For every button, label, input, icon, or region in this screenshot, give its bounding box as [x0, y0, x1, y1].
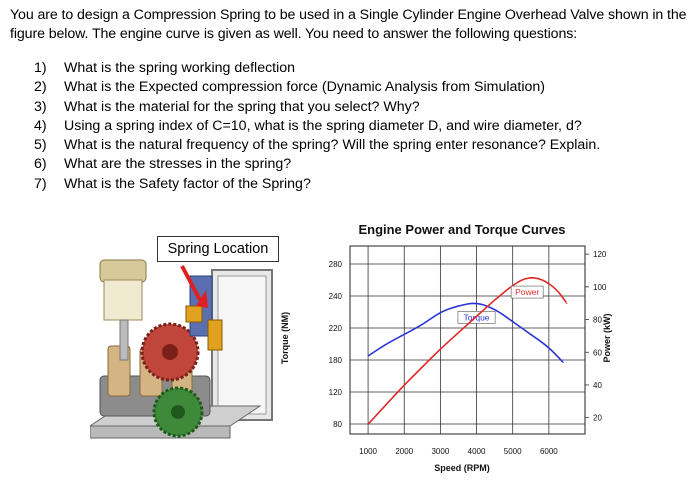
- question-item: 6) What are the stresses in the spring?: [34, 155, 600, 174]
- y-left-tick-label: 180: [329, 356, 343, 365]
- question-item: 4) Using a spring index of C=10, what is …: [34, 117, 600, 136]
- svg-text:Power: Power: [515, 287, 539, 297]
- question-number: 7): [34, 175, 47, 192]
- x-tick-label: 5000: [504, 447, 522, 456]
- x-tick-label: 1000: [359, 447, 377, 456]
- y-right-tick-label: 40: [593, 381, 602, 390]
- question-item: 5) What is the natural frequency of the s…: [34, 136, 600, 155]
- y-axis-right-label: Power (kW): [602, 313, 612, 362]
- x-axis-label: Speed (RPM): [434, 463, 490, 473]
- y-left-tick-label: 240: [329, 292, 343, 301]
- svg-text:Torque: Torque: [464, 312, 490, 322]
- y-left-tick-label: 120: [329, 388, 343, 397]
- y-left-tick-label: 220: [329, 324, 343, 333]
- series-line-torque: [367, 302, 565, 364]
- question-text: What is the material for the spring that…: [64, 98, 420, 115]
- x-tick-label: 3000: [431, 447, 449, 456]
- x-tick-label: 4000: [468, 447, 486, 456]
- engine-curve-chart: Engine Power and Torque Curves 1000 2000 3…: [280, 222, 612, 473]
- x-tick-label: 2000: [395, 447, 413, 456]
- question-text: What is the spring working deflection: [64, 60, 296, 76]
- intro-paragraph: You are to design a Compression Spring t…: [10, 7, 687, 42]
- question-number: 4): [34, 117, 47, 134]
- question-text: What is the natural frequency of the spr…: [64, 137, 601, 154]
- question-number: 5): [34, 137, 47, 154]
- y-right-tick-label: 80: [593, 316, 602, 325]
- question-list: 1) What is the spring working deflection 2…: [34, 59, 600, 194]
- question-item: 7) What is the Safety factor of the Sprin…: [34, 175, 600, 194]
- question-item: 1) What is the spring working deflection: [34, 59, 600, 78]
- series-label-torque: Torque: [457, 311, 496, 324]
- question-item: 2) What is the Expected compression force…: [34, 78, 600, 97]
- question-text: What are the stresses in the spring?: [64, 156, 292, 173]
- question-item: 3) What is the material for the spring th…: [34, 98, 600, 117]
- series-label-power: Power: [510, 285, 544, 299]
- y-left-tick-label: 80: [333, 420, 342, 429]
- question-number: 3): [34, 98, 47, 115]
- question-number: 2): [34, 79, 47, 96]
- engine-illustration: [90, 259, 273, 439]
- y-right-tick-label: 60: [593, 348, 602, 357]
- spring-location-label: Spring Location: [157, 236, 279, 262]
- y-left-tick-label: 280: [329, 260, 343, 269]
- y-right-tick-label: 100: [593, 283, 607, 292]
- question-text: What is the Safety factor of the Spring?: [64, 175, 311, 192]
- question-number: 1): [34, 60, 47, 76]
- question-text: Using a spring index of C=10, what is th…: [64, 117, 582, 134]
- y-right-tick-label: 120: [593, 250, 607, 259]
- y-right-tick-label: 20: [593, 414, 602, 423]
- question-text: What is the Expected compression force (…: [64, 79, 545, 96]
- y-axis-left-label: Torque (NM): [280, 312, 290, 364]
- series-line-power: [367, 276, 568, 425]
- question-number: 6): [34, 156, 47, 173]
- x-tick-label: 6000: [540, 447, 558, 456]
- chart-title: Engine Power and Torque Curves: [358, 222, 565, 237]
